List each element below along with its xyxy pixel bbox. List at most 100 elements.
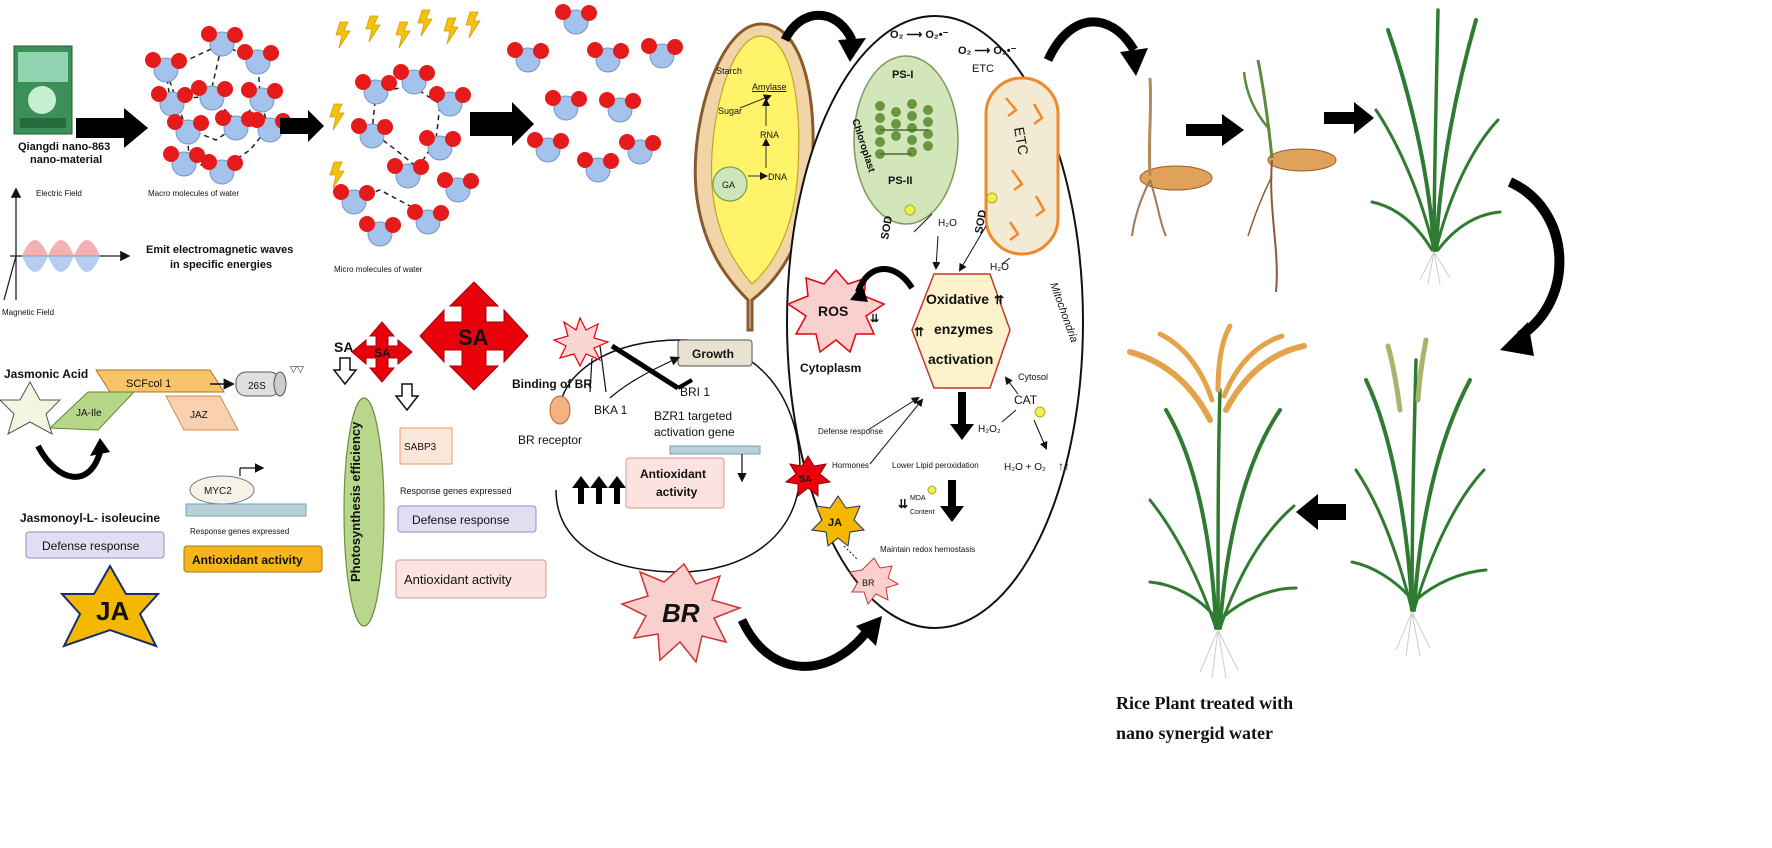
- br-big-label: BR: [662, 598, 700, 628]
- svg-text:▽▽: ▽▽: [290, 364, 304, 374]
- micro-water-cluster: [332, 63, 480, 247]
- seed-sugar: Sugar: [718, 106, 742, 116]
- cell-br-label: BR: [862, 578, 875, 588]
- germinating-seed: [1131, 77, 1213, 237]
- hormones-label: Hormones: [832, 461, 869, 470]
- cell-sa-star: [784, 455, 832, 498]
- o2-left: O₂ ⟶ O₂•⁻: [890, 29, 949, 41]
- h2o2-label: H₂O₂: [978, 424, 1001, 435]
- sa-defense-label: Defense response: [412, 513, 510, 527]
- mature-rice-plant: [1127, 323, 1307, 679]
- seed-diagram: [693, 22, 815, 332]
- magnetic-field-label: Magnetic Field: [2, 308, 54, 317]
- sa-label: SA: [334, 339, 353, 355]
- product-box: [13, 45, 73, 135]
- br-receptor: [549, 395, 571, 425]
- sa-down-arrow-1: [332, 357, 358, 386]
- h2o-o2-label: H₂O + O₂: [1004, 462, 1046, 473]
- cell-br-star: [849, 557, 900, 606]
- br-antioxidant-box: [625, 457, 725, 509]
- caption-line2: nano synergid water: [1116, 723, 1273, 743]
- h2o-a: H₂O: [938, 218, 957, 229]
- br-antioxidant-line1: Antioxidant: [640, 467, 706, 481]
- curve-arrow-down-right: [1507, 177, 1565, 341]
- macro-water-label: Macro molecules of water: [148, 189, 239, 198]
- product-name: Qiangdi nano-863: [18, 141, 110, 153]
- cat-label: CAT: [1014, 393, 1038, 407]
- arrow-seed-to-seedling: [1186, 114, 1244, 146]
- arrow-right-2: [280, 110, 324, 142]
- cell-ja-star: [810, 495, 866, 547]
- sa-down-arrow-2: [394, 383, 420, 412]
- sa-antioxidant-label: Antioxidant activity: [404, 572, 512, 587]
- arrow-seedling-to-plant: [1324, 102, 1374, 134]
- arrow-down-lipid: [950, 392, 974, 440]
- arrow-down-redox: [940, 480, 964, 522]
- content-label: Content: [910, 509, 935, 516]
- seed-ga: GA: [722, 180, 735, 190]
- svg-text:↑↑: ↑↑: [1058, 459, 1070, 473]
- ja-defense-box: [25, 531, 165, 559]
- ja-ile-label: JA-Ile: [76, 408, 102, 419]
- sa-response-genes: Response genes expressed: [400, 486, 512, 496]
- lipid-label: Lower Lipid peroxidation: [892, 461, 979, 470]
- caption-line1: Rice Plant treated with: [1116, 693, 1293, 713]
- macro-water-cluster: [144, 25, 292, 185]
- scfcol-shape: [95, 369, 225, 393]
- growth-box: [677, 339, 753, 367]
- bka1-label: BKA 1: [594, 403, 628, 417]
- ros-curve-arrow: [855, 266, 915, 294]
- cytosol-label: Cytosol: [1018, 372, 1048, 382]
- triple-up-arrows: [572, 476, 626, 504]
- seed-amylase: Amylase: [752, 82, 787, 92]
- photosynthesis-label: Photosynthesis efficiency: [348, 421, 363, 582]
- svg-text:⇈: ⇈: [994, 293, 1004, 307]
- jasmonic-acid-label: Jasmonic Acid: [4, 367, 88, 381]
- arrow-right-3: [470, 102, 534, 146]
- mda-label: MDA: [910, 495, 926, 502]
- br-dna-strip: [669, 445, 761, 455]
- jasmonoyl-label: Jasmonoyl-L- isoleucine: [20, 511, 160, 525]
- cell-sa-label: SA: [799, 474, 812, 484]
- seedling: [1242, 59, 1337, 293]
- proteasome-26s: ▽▽: [235, 364, 304, 397]
- jaz-label: JAZ: [190, 410, 208, 421]
- sod-left: SOD: [879, 215, 895, 241]
- curve-arrow-br-to-cell: [737, 618, 872, 671]
- curve-arrow-cell-to-seedling: [1043, 17, 1138, 62]
- o2-right: O₂ ⟶ O₂•⁻: [958, 45, 1017, 57]
- ja-ile-diamond: [48, 391, 136, 431]
- seed-starch: Starch: [716, 66, 742, 76]
- ja-cycle-arrow: [35, 444, 103, 480]
- redox-label: Maintain redox hemostasis: [880, 545, 975, 554]
- etc-label: ETC: [972, 63, 994, 75]
- growth-label: Growth: [692, 347, 734, 361]
- bzr1-line2: activation gene: [654, 425, 735, 439]
- svg-text:⇈: ⇈: [914, 325, 924, 339]
- ja-antioxidant-label: Antioxidant activity: [192, 553, 303, 567]
- jaz-shape: [165, 395, 239, 431]
- br-big-star: [619, 562, 743, 664]
- product-sub: nano-material: [30, 154, 102, 166]
- arrow-flowering-to-mature: [1296, 494, 1346, 530]
- sa-small-arrowstar: [351, 321, 413, 383]
- svg-text:⇊: ⇊: [870, 313, 879, 325]
- photosynthesis-oval: [343, 397, 385, 627]
- h2o-b: H₂O: [990, 262, 1009, 273]
- sa-big-arrowstar: [419, 281, 529, 391]
- ja-antioxidant-box: [183, 545, 323, 573]
- binding-br-label: Binding of BR: [512, 377, 592, 391]
- myc2-label: MYC2: [204, 486, 232, 497]
- p26s-label: 26S: [248, 381, 266, 392]
- sabp3-box: [399, 427, 453, 465]
- ps1-label: PS-I: [892, 69, 913, 81]
- ja-star-label: JA: [96, 596, 129, 626]
- electric-field-label: Electric Field: [36, 189, 82, 198]
- ros-label: ROS: [818, 303, 848, 319]
- arrow-right-1: [76, 108, 148, 148]
- oxidative-line3: activation: [928, 351, 993, 367]
- br-cycle: [555, 339, 801, 573]
- seed-dna: DNA: [768, 172, 787, 182]
- ja-star: [59, 563, 161, 648]
